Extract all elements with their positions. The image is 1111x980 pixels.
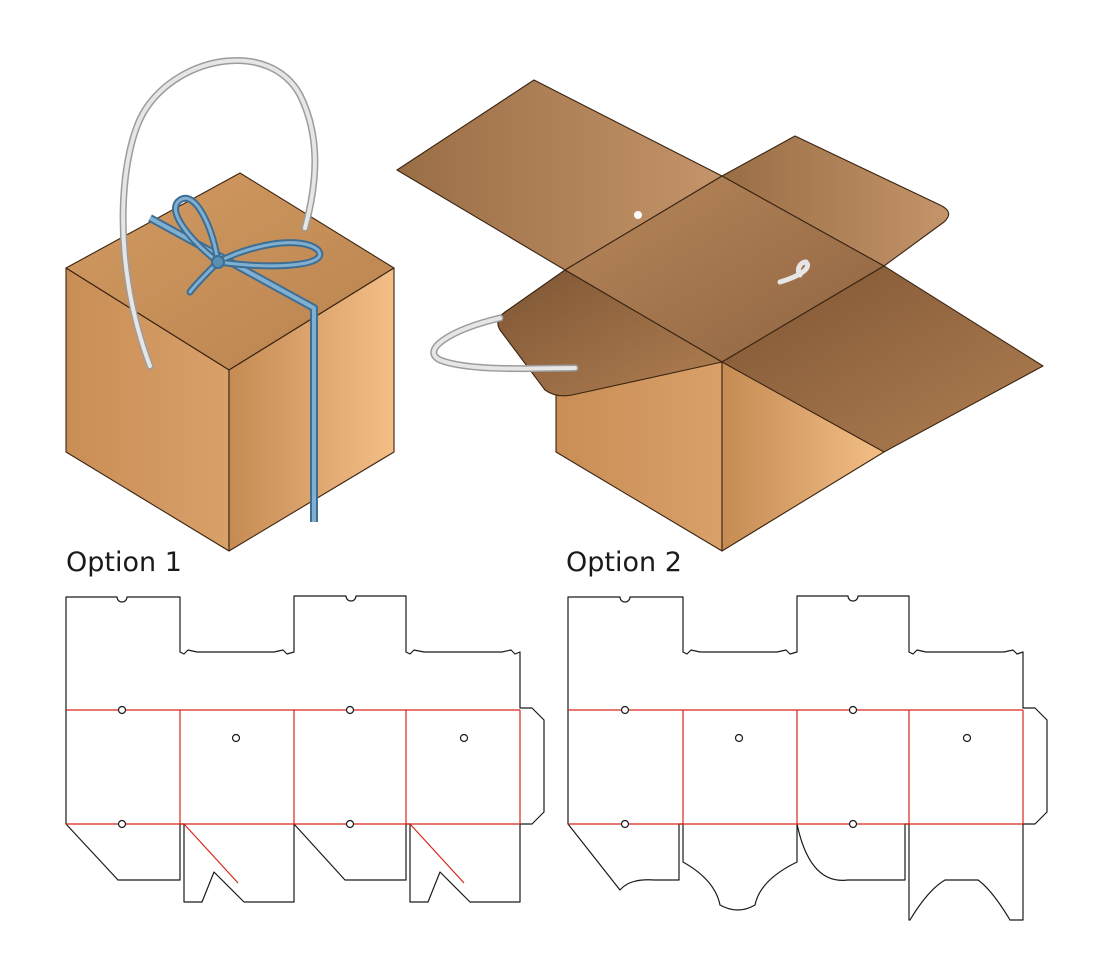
option1-fold-lines xyxy=(66,709,521,884)
option-1-label: Option 1 xyxy=(66,547,182,578)
open-gift-box xyxy=(396,79,1044,552)
flap-back-right xyxy=(721,135,950,267)
dieline-option-1 xyxy=(65,595,545,903)
ribbon-bow xyxy=(172,194,324,296)
option2-fold-lines xyxy=(568,709,1024,825)
option2-cut-outline xyxy=(567,595,1048,921)
option-2-label: Option 2 xyxy=(566,547,682,578)
dieline-option-2 xyxy=(567,595,1048,921)
option1-cut-outline xyxy=(65,595,545,903)
flap-front-right xyxy=(721,265,1044,453)
closed-gift-box xyxy=(65,57,395,552)
